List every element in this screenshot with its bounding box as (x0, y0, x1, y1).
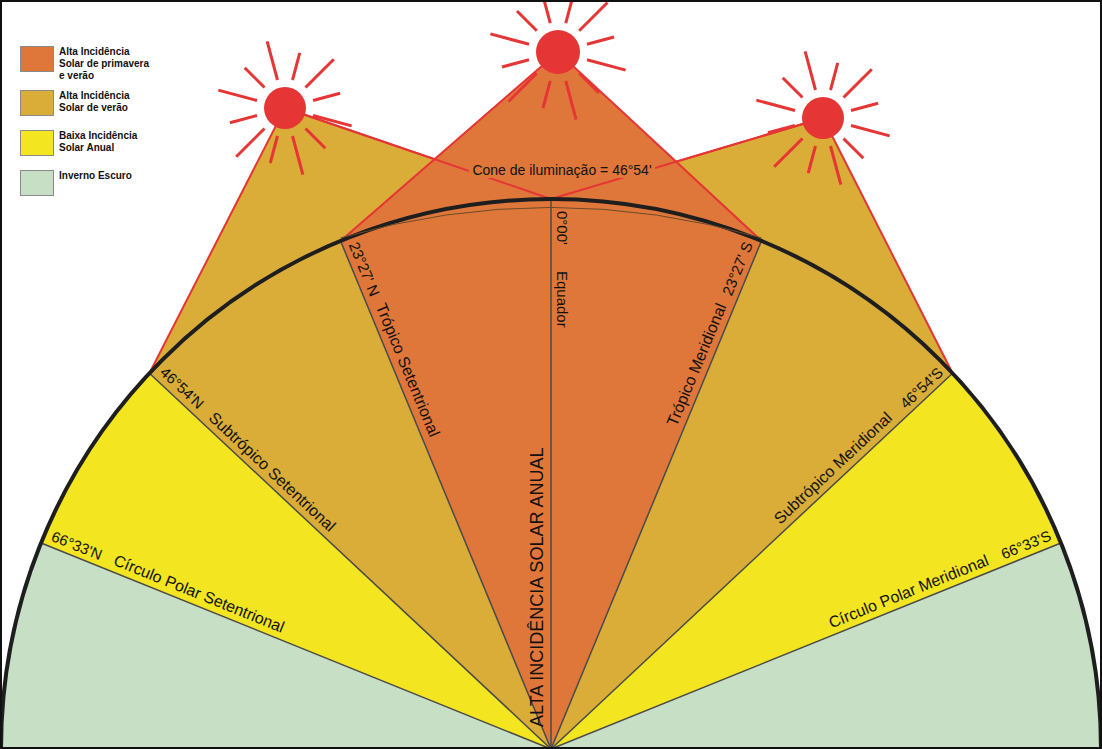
latitude-line (149, 373, 551, 749)
sun-ray (245, 68, 265, 88)
legend-row: Alta Incidência Solar de verão (20, 90, 150, 122)
sun-ray (540, 0, 550, 23)
sun-ray (218, 90, 257, 100)
sun-ray (851, 103, 878, 110)
legend-row: Alta Incidência Solar de primavera e ver… (20, 46, 150, 82)
sun-ray (313, 93, 340, 100)
latitude-line (550, 199, 552, 749)
legend-text: Alta Incidência Solar de primavera e ver… (59, 46, 150, 82)
sun-ray (502, 60, 529, 67)
latitude-line (551, 543, 1061, 749)
latitude-line (551, 241, 761, 749)
sun-ray (579, 73, 599, 93)
cone-label: Cone de iluminação = 46°54' (469, 162, 654, 178)
sun (264, 87, 306, 129)
sun-ray (509, 73, 537, 101)
sun-ray (293, 53, 300, 80)
legend-swatch (20, 46, 54, 72)
sun-ray (306, 129, 326, 149)
latitude-line (551, 373, 953, 749)
cone-edge (285, 108, 551, 199)
legend-text: Alta Incidência Solar de verão (59, 90, 150, 114)
legend-swatch (20, 130, 54, 156)
sun-ray (808, 146, 815, 173)
legend-text: Inverno Escuro (59, 170, 150, 182)
legend-row: Baixa Incidência Solar Anual (20, 130, 150, 162)
sun-ray (844, 69, 872, 97)
sun-ray (831, 146, 841, 185)
sun-ray (566, 0, 573, 23)
sun-ray (756, 100, 795, 110)
sun-ray (490, 34, 529, 44)
earth-outline (1, 199, 1101, 749)
sun-ray (768, 126, 795, 133)
latitude-line (41, 543, 551, 749)
latitude-name: Equador (554, 271, 571, 328)
latitude-zone (551, 543, 1101, 749)
sun-ray (517, 11, 537, 31)
sun-ray (805, 51, 815, 90)
sun-ray (293, 136, 303, 175)
sun-ray (543, 81, 550, 108)
sun-ray (236, 129, 264, 157)
sun-ray (566, 81, 576, 120)
zone-title: ALTA INCIDÊNCIA SOLAR ANUAL (527, 448, 548, 727)
sun-ray (579, 3, 607, 31)
legend: Alta Incidência Solar de primavera e ver… (20, 46, 150, 210)
sun-ray (230, 116, 257, 123)
sun-ray (267, 41, 277, 80)
sun-ray (774, 139, 802, 167)
sun (536, 30, 580, 74)
sun-ray (844, 139, 864, 159)
latitude-value: 0°00' (554, 211, 571, 245)
latitude-line (341, 241, 551, 749)
sun-ray (587, 37, 614, 44)
legend-text: Baixa Incidência Solar Anual (59, 130, 150, 154)
sun (802, 97, 844, 139)
sun-ray (270, 136, 277, 163)
sun-ray (306, 59, 334, 87)
legend-swatch (20, 90, 54, 116)
legend-row: Inverno Escuro (20, 170, 150, 202)
legend-swatch (20, 170, 54, 196)
sun-ray (851, 126, 890, 136)
sun-ray (831, 63, 838, 90)
sun-ray (587, 60, 626, 70)
cone-edge (551, 118, 823, 199)
sun-ray (313, 116, 352, 126)
sun-ray (783, 78, 803, 98)
arc-highlight (341, 207, 762, 237)
